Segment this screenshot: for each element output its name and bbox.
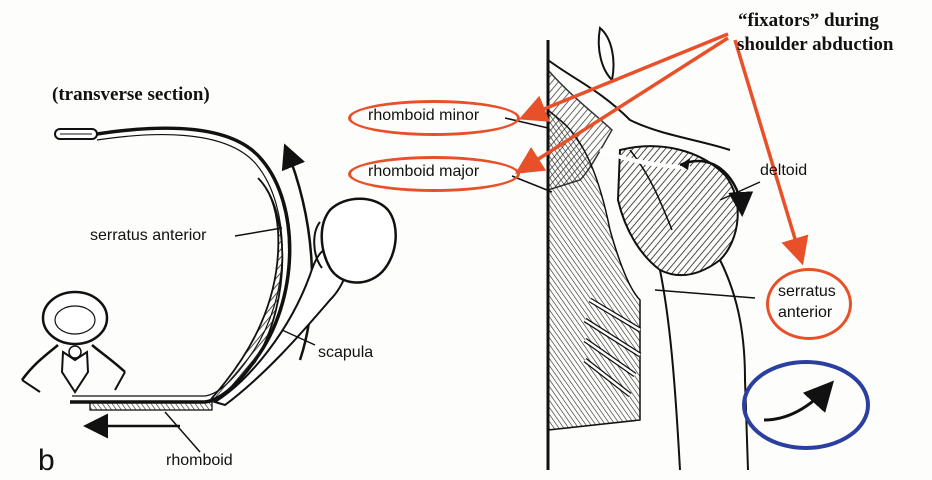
label-serratus-line2: anterior <box>778 304 832 322</box>
fixators-title-line2: shoulder abduction <box>737 34 893 56</box>
label-rhomboid-minor: rhomboid minor <box>368 107 479 125</box>
label-rhomboid: rhomboid <box>166 452 233 470</box>
label-scapula: scapula <box>318 344 373 362</box>
arm-movement-arrow <box>764 385 830 420</box>
vertebra-shape <box>22 292 125 392</box>
thorax-wall-outline <box>70 128 290 402</box>
label-serratus-anterior-left: serratus anterior <box>90 227 207 245</box>
label-rhomboid-major: rhomboid major <box>368 163 479 181</box>
fixators-title-line1: “fixators” during <box>738 10 879 32</box>
left-panel-title: (transverse section) <box>52 84 210 106</box>
panel-label: b <box>38 444 55 478</box>
sternum-shape <box>55 129 97 139</box>
serratus-muscle-shape <box>212 178 282 400</box>
rhomboid-muscle-shape <box>90 402 212 410</box>
label-serratus-line1: serratus <box>778 283 836 301</box>
label-deltoid: deltoid <box>760 162 807 180</box>
